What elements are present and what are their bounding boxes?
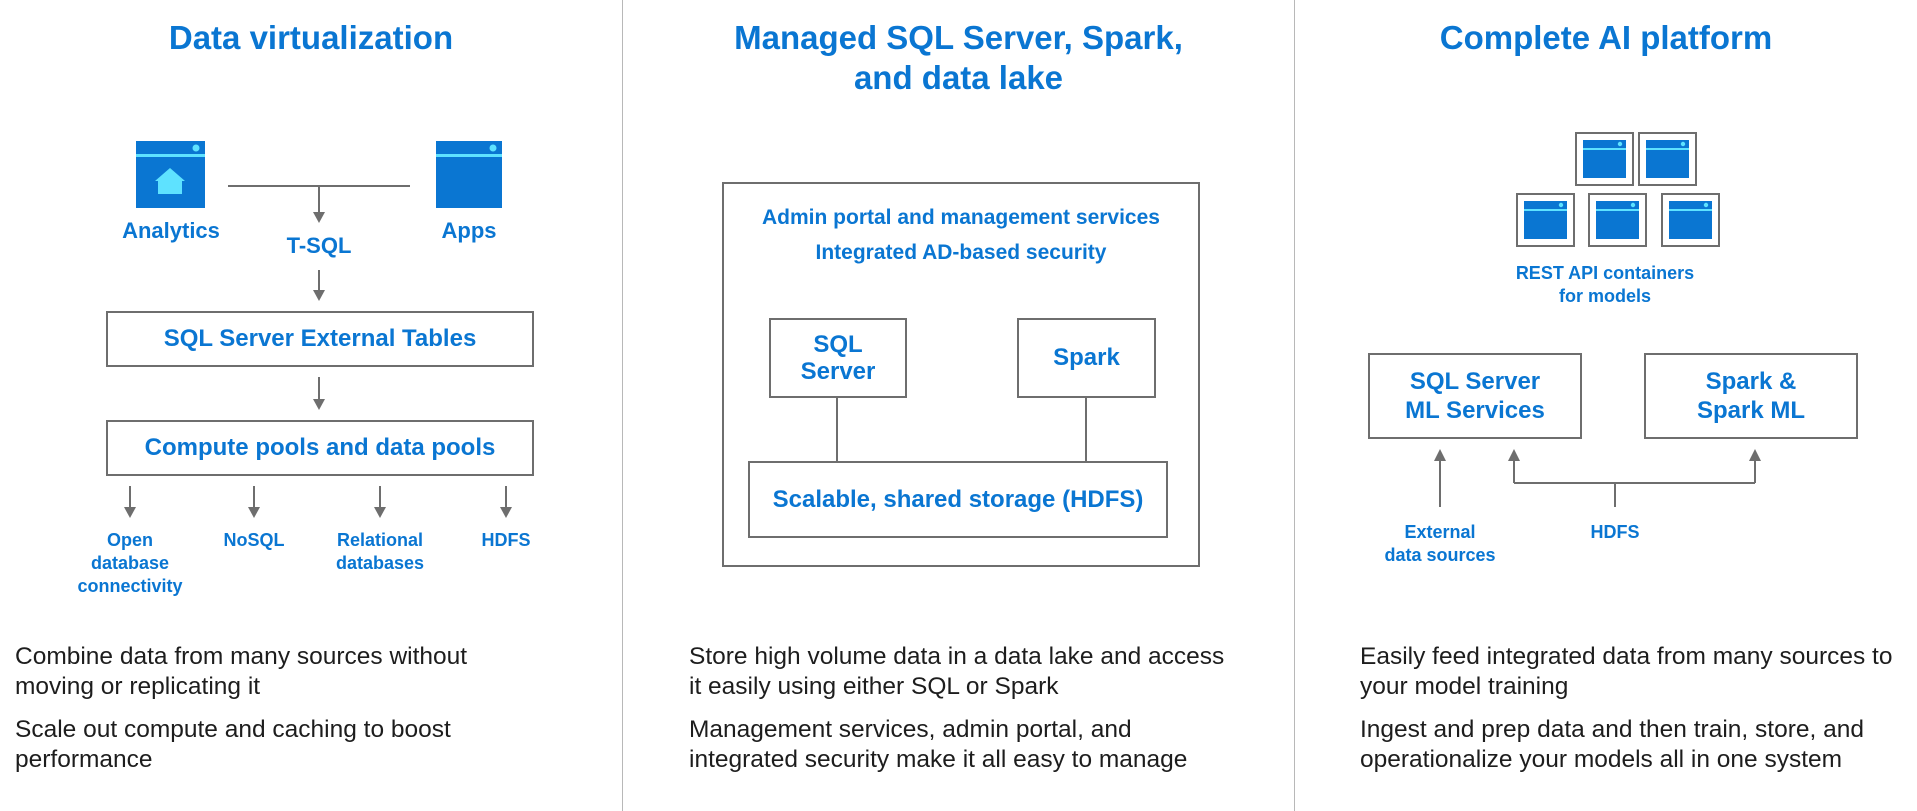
external-data-sources-label: External data sources <box>1384 522 1496 565</box>
data-virtualization-panel: Data virtualization Analytics <box>0 0 622 811</box>
apps-window-icon <box>436 141 502 208</box>
bullet-text: Scale out compute and caching to boost p… <box>15 716 451 773</box>
bullet-text: Management services, admin portal, and i… <box>689 716 1188 773</box>
column-divider-right <box>1294 0 1295 811</box>
spark-ml-box: Spark & Spark ML <box>1644 353 1858 439</box>
bullet-text: Ingest and prep data and then train, sto… <box>1360 716 1864 773</box>
analytics-label: Analytics <box>122 218 220 243</box>
container-window-icon <box>1588 193 1647 247</box>
container-window-icon <box>1575 132 1634 186</box>
tsql-label: T-SQL <box>286 233 352 258</box>
admin-portal-label: Admin portal and management services <box>762 206 1160 229</box>
output-relational-databases: Relational databases <box>335 530 425 573</box>
managed-sql-spark-panel: Managed SQL Server, Spark, and data lake… <box>623 0 1294 811</box>
output-hdfs: HDFS <box>481 530 531 550</box>
hdfs-label: HDFS <box>1590 522 1640 542</box>
integrated-security-label: Integrated AD-based security <box>815 241 1107 264</box>
sql-server-ml-services-box: SQL Server ML Services <box>1368 353 1582 439</box>
compute-and-data-pools-box: Compute pools and data pools <box>106 420 534 476</box>
column-divider-left <box>622 0 623 811</box>
bullet-text: Easily feed integrated data from many so… <box>1360 643 1893 700</box>
shared-storage-box: Scalable, shared storage (HDFS) <box>748 461 1168 538</box>
panel-title: Managed SQL Server, Spark, and data lake <box>734 19 1183 96</box>
container-window-icon <box>1661 193 1720 247</box>
apps-label: Apps <box>441 218 497 243</box>
panel-title: Complete AI platform <box>1439 19 1773 56</box>
rest-api-containers-label: REST API containers for models <box>1515 263 1695 306</box>
management-services-frame <box>722 182 1200 567</box>
bullet-text: Combine data from many sources without m… <box>15 643 468 700</box>
ai-platform-panel: Complete AI platform REST API containers… <box>1295 0 1917 811</box>
spark-box: Spark <box>1017 318 1156 398</box>
output-nosql: NoSQL <box>223 530 285 550</box>
output-open-database-connectivity: Open database connectivity <box>77 530 183 596</box>
container-window-icon <box>1638 132 1697 186</box>
analytics-window-icon <box>136 141 205 208</box>
panel-title: Data virtualization <box>168 19 454 56</box>
sql-server-box: SQL Server <box>769 318 907 398</box>
container-window-icon <box>1516 193 1575 247</box>
bullet-text: Store high volume data in a data lake an… <box>689 643 1225 700</box>
sql-server-external-tables-box: SQL Server External Tables <box>106 311 534 367</box>
